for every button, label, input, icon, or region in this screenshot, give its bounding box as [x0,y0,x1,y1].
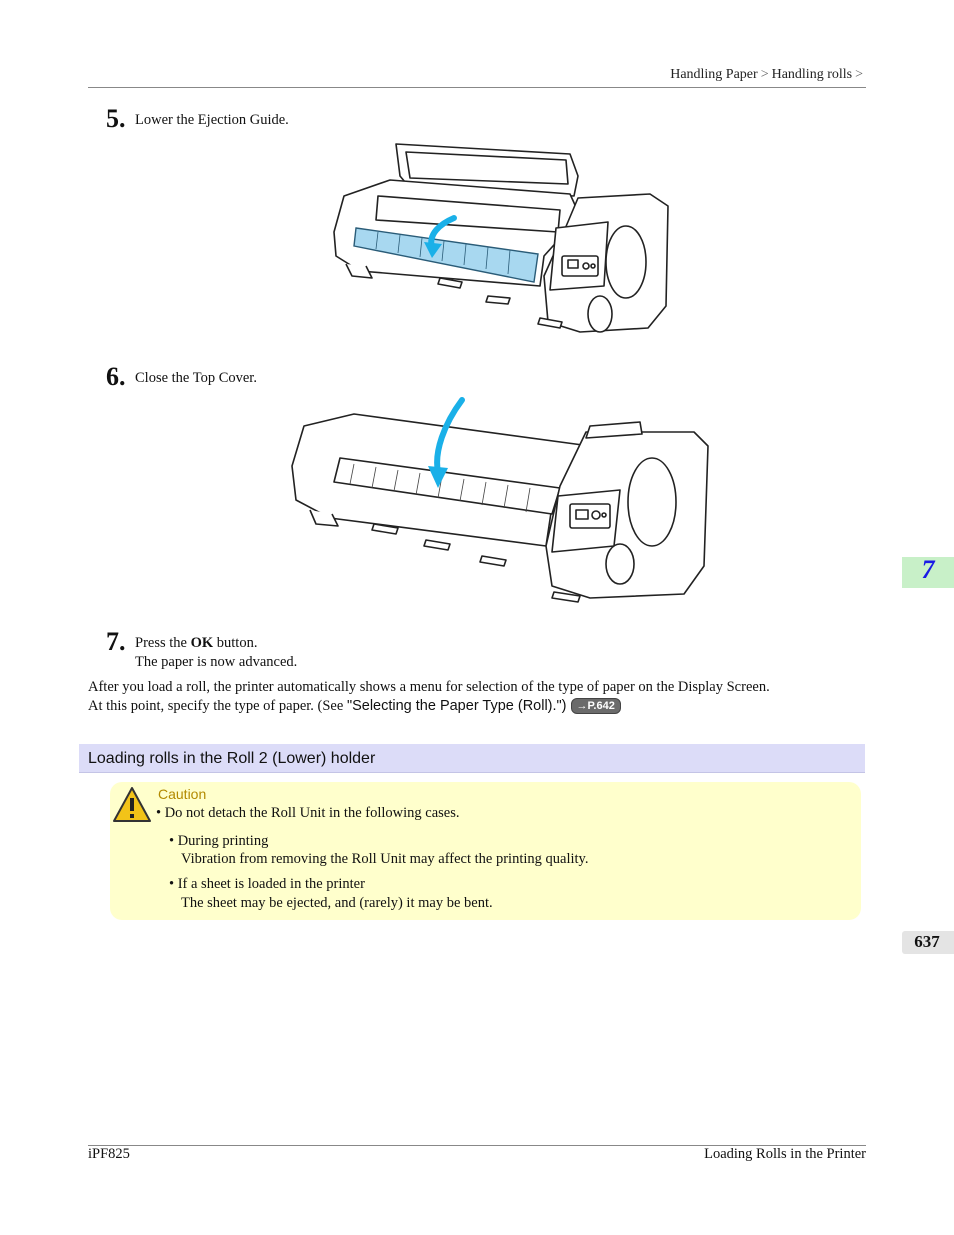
breadcrumb-separator: > [855,67,863,82]
caution-main-item: • Do not detach the Roll Unit in the fol… [156,805,460,821]
header-rule [88,87,866,88]
caution-item-1-title: • During printing [169,833,269,849]
breadcrumb-item-handling-rolls[interactable]: Handling rolls [771,67,853,82]
selecting-paper-type-link[interactable]: "Selecting the Paper Type (Roll).") [346,698,567,714]
chapter-number: 7 [921,555,935,584]
footer-rule [88,1145,866,1146]
page-reference-badge[interactable]: →P.642 [570,698,621,714]
footer-model: iPF825 [88,1146,130,1162]
paragraph-line-2: At this point, specify the type of paper… [88,698,621,715]
step-6-text: Close the Top Cover. [135,370,257,386]
caution-item-2-detail: The sheet may be ejected, and (rarely) i… [181,895,493,911]
caution-label: Caution [158,786,207,802]
caution-box [110,782,861,920]
step-5-text: Lower the Ejection Guide. [135,112,289,128]
section-header-bar [79,744,865,773]
page-number: 637 [914,932,940,951]
step-7-number: 7. [106,627,126,656]
step-6-number: 6. [106,362,126,391]
step-7-subtext: The paper is now advanced. [135,654,298,670]
caution-item-1-detail: Vibration from removing the Roll Unit ma… [181,851,589,867]
step-7-text: Press the OK button. [135,635,258,651]
step-5-number: 5. [106,104,126,133]
page-number-tab [902,931,954,954]
breadcrumb: Handling Paper>Handling rolls> [670,67,866,83]
ok-button-label: OK [190,635,214,651]
figure-close-top-cover [291,397,709,603]
breadcrumb-separator: > [760,67,769,82]
footer-chapter-title: Loading Rolls in the Printer [704,1146,866,1162]
warning-triangle-icon [113,787,151,822]
paragraph-line-1: After you load a roll, the printer autom… [88,679,770,695]
caution-item-2-title: • If a sheet is loaded in the printer [169,876,365,892]
chapter-tab[interactable] [902,557,954,588]
breadcrumb-item-handling-paper[interactable]: Handling Paper [670,67,758,82]
section-title: Loading rolls in the Roll 2 (Lower) hold… [88,750,376,767]
figure-lower-ejection-guide [333,143,669,333]
